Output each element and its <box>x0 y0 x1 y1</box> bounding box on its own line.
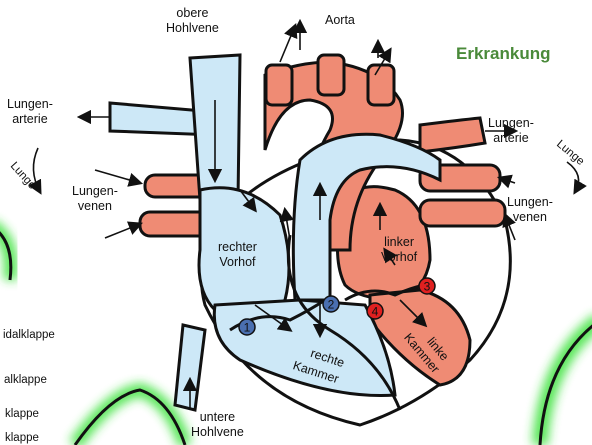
valve-marker-3-number: 3 <box>424 280 431 294</box>
label-untere-hohlvene: untere Hohlvene <box>191 410 244 440</box>
label-obere-hohlvene-line2: Hohlvene <box>166 21 219 36</box>
label-rechter-vorhof-line2: Vorhof <box>218 255 257 270</box>
valve-marker-1: 1 <box>239 319 255 335</box>
valve-marker-2-number: 2 <box>328 298 335 312</box>
label-lungenarterie-left-line1: Lungen- <box>7 97 53 112</box>
label-aorta: Aorta <box>325 13 355 28</box>
valve-marker-2: 2 <box>323 296 339 312</box>
label-lungenarterie-right-line1: Lungen- <box>488 116 534 131</box>
label-untere-hohlvene-line2: Hohlvene <box>191 425 244 440</box>
label-lungenvenen-left: Lungen- venen <box>72 184 118 214</box>
glow-decoration-right <box>540 320 592 445</box>
valve-list-item: idalklappe <box>3 329 55 341</box>
label-lungenarterie-right: Lungen- arterie <box>488 116 534 146</box>
label-linker-vorhof: linker Vorhof <box>381 235 417 265</box>
valve-marker-4: 4 <box>367 303 383 319</box>
glow-decoration-left <box>0 225 11 280</box>
valve-list-item: klappe <box>5 432 39 444</box>
valve-marker-1-number: 1 <box>244 321 251 335</box>
page-title: Erkrankung <box>456 44 550 64</box>
valve-list-item: klappe <box>5 408 39 420</box>
pulmonary-artery-right <box>420 118 485 152</box>
label-lunge-right: Lunge <box>554 138 586 168</box>
label-lungenarterie-right-line2: arterie <box>488 131 534 146</box>
label-rechter-vorhof-line1: rechter <box>218 240 257 255</box>
label-linker-vorhof-line2: Vorhof <box>381 250 417 265</box>
label-lungenvenen-right-line1: Lungen- <box>507 195 553 210</box>
label-lungenarterie-left: Lungen- arterie <box>7 97 53 127</box>
label-lungenvenen-left-line1: Lungen- <box>72 184 118 199</box>
label-lungenvenen-right: Lungen- venen <box>507 195 553 225</box>
label-rechter-vorhof: rechter Vorhof <box>218 240 257 270</box>
valve-list-item: alklappe <box>4 374 47 386</box>
valve-marker-3: 3 <box>419 278 435 294</box>
label-untere-hohlvene-line1: untere <box>191 410 244 425</box>
label-lungenvenen-left-line2: venen <box>72 199 118 214</box>
label-lungenarterie-left-line2: arterie <box>7 112 53 127</box>
label-obere-hohlvene: obere Hohlvene <box>166 6 219 36</box>
label-lungenvenen-right-line2: venen <box>507 210 553 225</box>
valve-marker-4-number: 4 <box>372 305 379 319</box>
glow-decoration-bottom <box>75 390 185 445</box>
label-obere-hohlvene-line1: obere <box>166 6 219 21</box>
label-linker-vorhof-line1: linker <box>381 235 417 250</box>
